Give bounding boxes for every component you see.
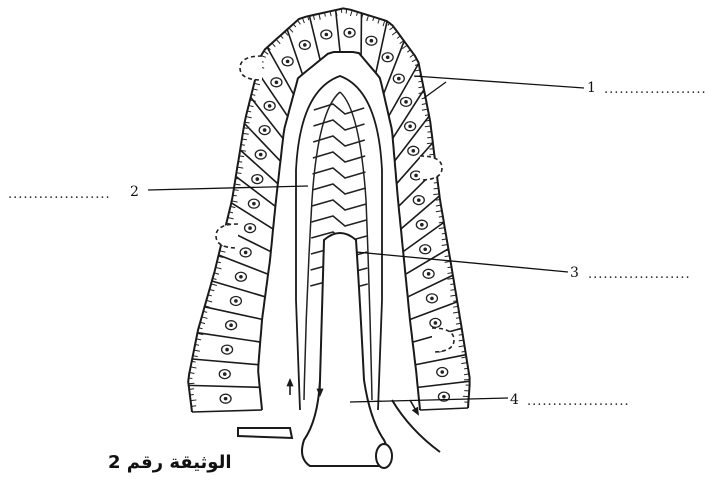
- nucleolus: [239, 275, 243, 279]
- label-4-blank: ....................: [527, 395, 630, 409]
- cell-wall: [205, 307, 263, 320]
- flow-arrowhead: [288, 380, 293, 386]
- nucleolus: [408, 124, 412, 128]
- leader-1b: [424, 82, 446, 98]
- nucleolus: [255, 177, 259, 181]
- nucleolus: [248, 226, 252, 230]
- label-leader-lines: [148, 76, 584, 402]
- nucleolus: [397, 77, 401, 81]
- cell-wall: [219, 255, 268, 274]
- capillary-branch: [313, 152, 365, 162]
- nucleolus: [268, 104, 272, 108]
- nucleolus: [263, 128, 267, 132]
- cell-wall: [309, 16, 320, 60]
- leader-3: [356, 252, 568, 272]
- label-2-blank: ....................: [8, 188, 111, 202]
- cell-wall: [287, 29, 302, 74]
- lymph-vessel-opening: [376, 444, 392, 468]
- nucleolus: [224, 397, 228, 401]
- leader-2: [148, 186, 308, 190]
- nucleolus: [442, 395, 446, 399]
- flow-arrowhead: [413, 408, 418, 414]
- goblet-cell: [240, 56, 262, 80]
- cell-wall: [267, 47, 293, 94]
- cell-wall: [376, 21, 387, 73]
- nucleolus: [420, 223, 424, 227]
- leader-4: [350, 398, 508, 402]
- capillary-branch: [313, 168, 366, 178]
- label-1-blank: ....................: [604, 83, 707, 97]
- cell-wall: [418, 381, 470, 387]
- cell-wall: [189, 385, 260, 387]
- nucleolus: [412, 149, 416, 153]
- nucleolus: [225, 348, 229, 352]
- label-3-number: 3: [570, 265, 579, 281]
- capillary-branch: [313, 136, 365, 146]
- capillary-branch: [312, 200, 366, 210]
- arteriole-base: [238, 428, 292, 438]
- nucleolus: [417, 198, 421, 202]
- lacteal-vessel: [302, 233, 387, 466]
- label-4-number: 4: [510, 392, 519, 408]
- capillary-branch: [314, 104, 364, 114]
- goblet-cell: [420, 156, 442, 180]
- label-1-number: 1: [587, 80, 596, 96]
- nucleolus: [348, 31, 352, 35]
- venule-base: [392, 400, 440, 452]
- cell-wall: [384, 41, 404, 94]
- label-3-blank: ....................: [588, 268, 691, 282]
- nucleolus: [423, 247, 427, 251]
- cell-wall: [415, 355, 466, 365]
- nucleolus: [414, 174, 418, 178]
- label-2-number: 2: [130, 184, 139, 200]
- cell-wall: [420, 408, 468, 410]
- nucleolus: [430, 297, 434, 301]
- nucleolus: [223, 372, 227, 376]
- nucleolus: [286, 60, 290, 64]
- nucleolus: [303, 43, 307, 47]
- nucleolus: [259, 153, 263, 157]
- nucleolus: [427, 272, 431, 276]
- nucleolus: [252, 202, 256, 206]
- cell-wall: [192, 410, 262, 412]
- nucleolus: [234, 299, 238, 303]
- figure-caption: الوثيقة رقم 2: [108, 452, 232, 473]
- nucleolus: [229, 323, 233, 327]
- nucleolus: [404, 100, 408, 104]
- nucleolus: [434, 321, 438, 325]
- nucleolus: [275, 81, 279, 85]
- nucleolus: [370, 39, 374, 43]
- cell-wall: [336, 10, 340, 52]
- nucleolus: [325, 33, 329, 37]
- cell-wall: [192, 359, 258, 365]
- goblet-cell: [216, 224, 238, 248]
- nucleolus: [244, 251, 248, 255]
- capillary-branch: [312, 184, 366, 194]
- cell-wall: [212, 281, 265, 297]
- nucleolus: [386, 55, 390, 59]
- capillary-branch: [312, 216, 367, 226]
- nucleolus: [440, 370, 444, 374]
- cell-wall: [410, 302, 457, 320]
- cell-wall: [197, 333, 260, 342]
